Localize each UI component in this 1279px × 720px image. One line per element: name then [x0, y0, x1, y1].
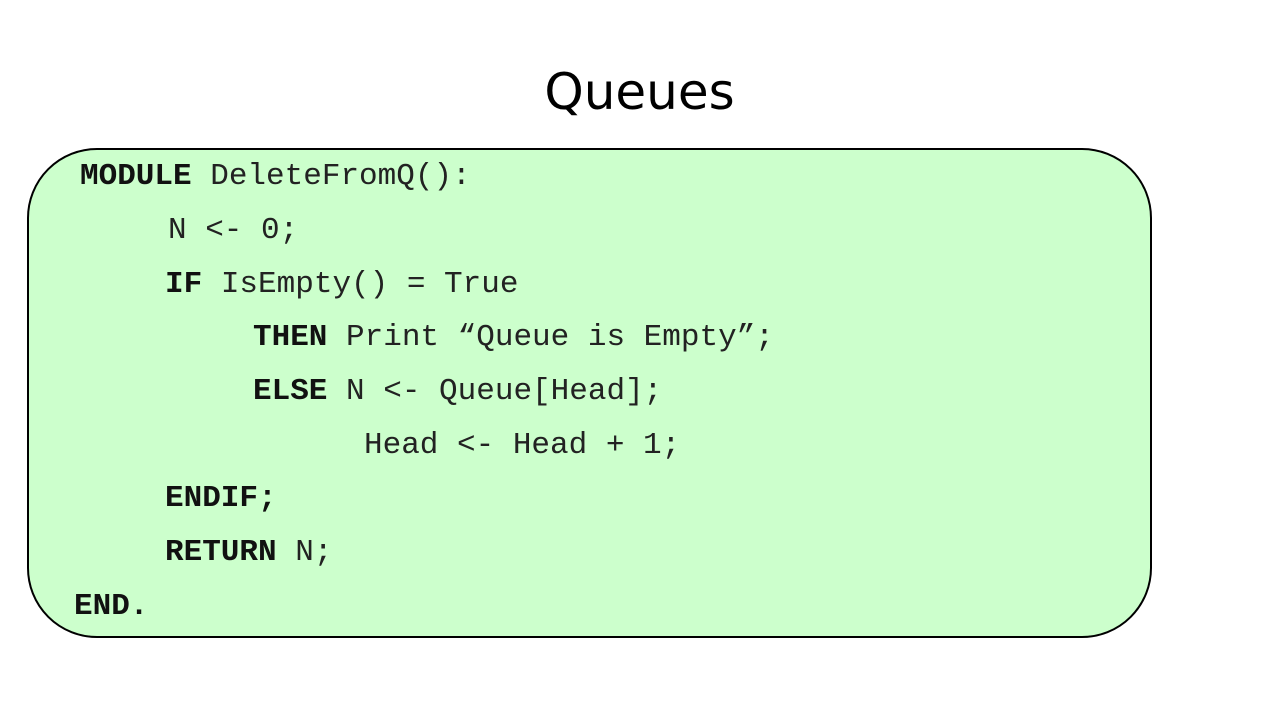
code-text: N; — [276, 535, 333, 570]
pseudocode-box: MODULE DeleteFromQ(): N <- 0; IF IsEmpty… — [27, 148, 1152, 638]
code-line-else: ELSE N <- Queue[Head]; — [253, 374, 662, 410]
code-line-if: IF IsEmpty() = True — [165, 267, 518, 303]
code-line-then: THEN Print “Queue is Empty”; — [253, 320, 774, 356]
code-text: IsEmpty() = True — [202, 267, 519, 302]
code-text: N <- 0; — [168, 213, 299, 248]
code-keyword: THEN — [253, 320, 328, 355]
code-keyword: RETURN — [165, 535, 277, 570]
code-line-init: N <- 0; — [168, 213, 298, 249]
code-keyword: MODULE — [80, 159, 192, 194]
code-line-module: MODULE DeleteFromQ(): — [80, 159, 471, 195]
code-text: Head <- Head + 1; — [364, 428, 681, 463]
code-text: N <- Queue[Head]; — [327, 374, 663, 409]
code-keyword: ELSE — [253, 374, 328, 409]
code-keyword: ENDIF; — [165, 481, 277, 516]
code-text: DeleteFromQ(): — [191, 159, 471, 194]
code-text: Print “Queue is Empty”; — [327, 320, 774, 355]
slide-title: Queues — [544, 63, 735, 121]
code-line-return: RETURN N; — [165, 535, 332, 571]
code-line-endif: ENDIF; — [165, 481, 277, 517]
code-keyword: END. — [74, 589, 149, 624]
code-keyword: IF — [165, 267, 203, 302]
code-line-increment: Head <- Head + 1; — [364, 428, 680, 464]
code-line-end: END. — [74, 589, 148, 625]
